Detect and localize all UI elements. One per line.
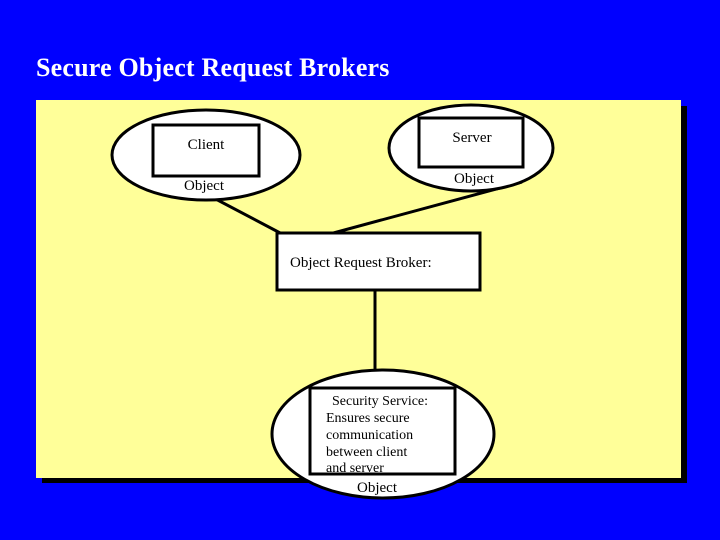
client-box-label: Client (188, 137, 225, 153)
security-box-line-1: Security Service: (332, 394, 428, 409)
security-box-line-4: between client (326, 445, 407, 460)
server-box-label: Server (452, 130, 491, 146)
security-box-line-2: Ensures secure (326, 411, 410, 426)
client-object-label: Object (184, 178, 225, 194)
node-client[interactable]: Client Object (110, 108, 302, 202)
security-box-line-3: communication (326, 428, 413, 443)
node-security-service[interactable]: Security Service: Ensures secure communi… (270, 368, 496, 500)
security-box (308, 386, 457, 476)
security-object-label: Object (357, 480, 398, 496)
architecture-diagram: Client Object Server Object Object Reque… (110, 103, 555, 500)
node-object-request-broker[interactable]: Object Request Broker: (275, 231, 482, 292)
server-box (417, 116, 525, 169)
security-box-line-5: and server (326, 461, 384, 476)
client-box (151, 123, 261, 178)
node-server[interactable]: Server Object (387, 103, 555, 193)
orb-box (275, 231, 482, 292)
server-object-label: Object (454, 171, 495, 187)
orb-box-label: Object Request Broker: (290, 255, 432, 271)
page-title: Secure Object Request Brokers (36, 53, 390, 82)
